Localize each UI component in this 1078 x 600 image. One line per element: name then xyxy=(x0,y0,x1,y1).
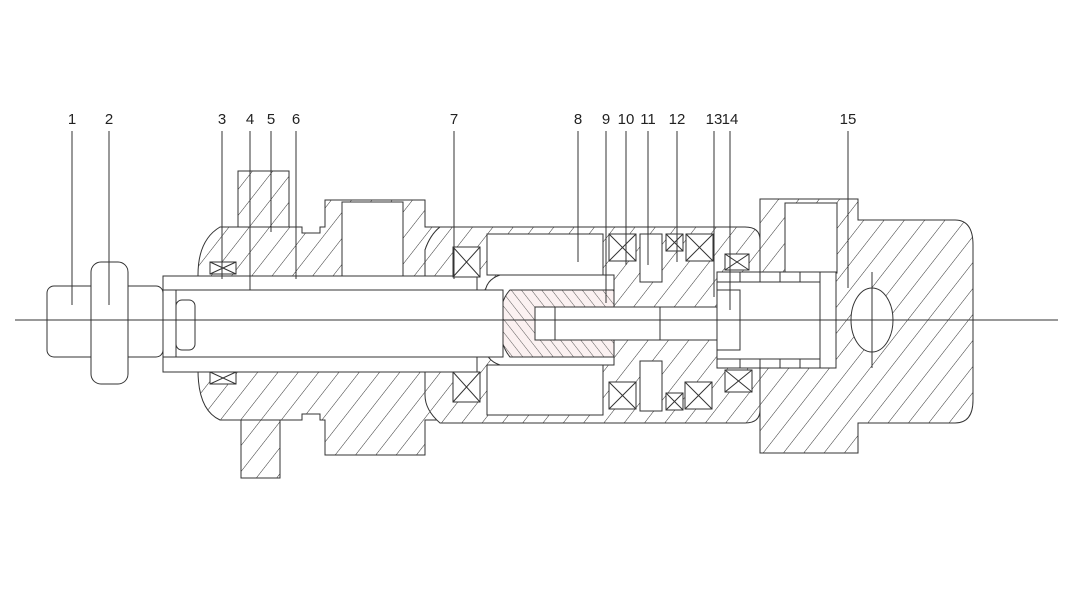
part-label-3: 3 xyxy=(218,111,226,128)
piston-stem xyxy=(534,306,718,341)
seal-ring xyxy=(685,233,714,262)
part-label-9: 9 xyxy=(602,111,610,128)
seal-ring xyxy=(452,246,481,278)
seal-ring xyxy=(684,381,713,410)
seal-ring xyxy=(724,369,753,393)
part-label-4: 4 xyxy=(246,111,254,128)
end-cap xyxy=(759,198,974,454)
seals xyxy=(209,233,753,411)
seal-ring xyxy=(665,233,684,252)
part-label-11: 11 xyxy=(640,111,656,128)
piston-rod xyxy=(162,289,504,358)
part-label-7: 7 xyxy=(450,111,458,128)
part-label-2: 2 xyxy=(105,111,113,128)
part-label-12: 12 xyxy=(669,111,686,128)
seal-ring xyxy=(452,371,481,403)
part-label-5: 5 xyxy=(267,111,275,128)
part-label-6: 6 xyxy=(292,111,300,128)
seal-ring xyxy=(209,261,237,275)
part-label-10: 10 xyxy=(618,111,635,128)
part-label-15: 15 xyxy=(840,111,857,128)
part-label-8: 8 xyxy=(574,111,582,128)
seal-ring xyxy=(209,371,237,385)
part-label-1: 1 xyxy=(68,111,76,128)
part-label-14: 14 xyxy=(722,111,739,128)
seal-ring xyxy=(724,253,750,271)
seal-ring xyxy=(608,381,637,410)
part-label-13: 13 xyxy=(706,111,723,128)
seal-ring xyxy=(665,392,684,411)
seal-ring xyxy=(608,233,637,262)
